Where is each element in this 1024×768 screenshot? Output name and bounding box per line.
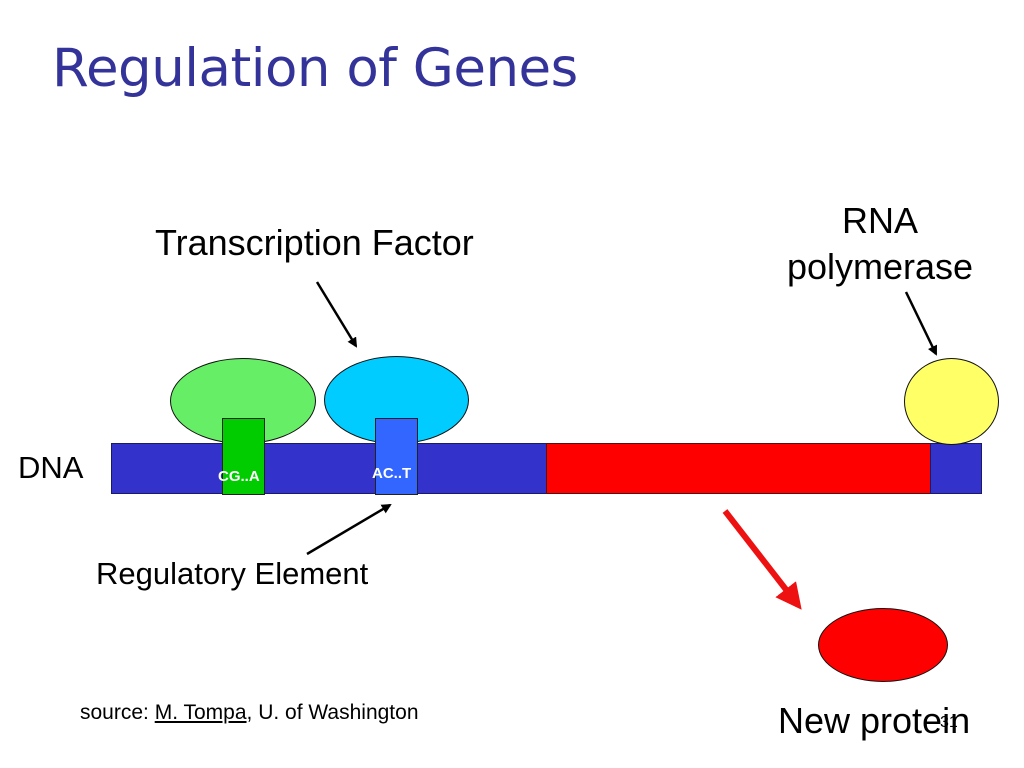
new-protein-ellipse [818,608,948,682]
source-author-link[interactable]: M. Tompa [154,701,247,724]
regulatory-element-label: Regulatory Element [96,556,369,591]
rna-polymerase-ellipse [904,358,999,445]
rna-polymerase-label-line1: RNA [841,200,918,241]
slide-title: Regulation of Genes [52,38,578,99]
rna-polymerase-label-line2: polymerase [786,246,974,287]
regulatory-element-arrow [306,503,392,556]
source-prefix: source: [80,701,155,724]
gene-to-protein-arrow [722,509,802,610]
dna-label: DNA [18,450,84,485]
transcription-factor-label: Transcription Factor [155,222,474,263]
sequence-blue-site: AC..T [372,465,412,482]
source-suffix: , U. of Washington [246,701,419,724]
sequence-green-site: CG..A [218,468,260,485]
regulatory-element-blue [375,418,418,495]
rna-polymerase-label: RNA polymerase [770,198,990,290]
new-protein-label: New protein [778,700,971,741]
rna-polymerase-arrow [904,291,938,356]
transcription-factor-arrow [315,281,358,348]
regulatory-element-green [222,418,265,495]
dna-strand-gene-region [546,443,931,494]
dna-strand-end-region [930,443,982,494]
source-citation: source: M. Tompa, U. of Washington [80,701,419,725]
slide-number: 31 [940,714,958,731]
dna-strand-regulatory-region [111,443,547,494]
